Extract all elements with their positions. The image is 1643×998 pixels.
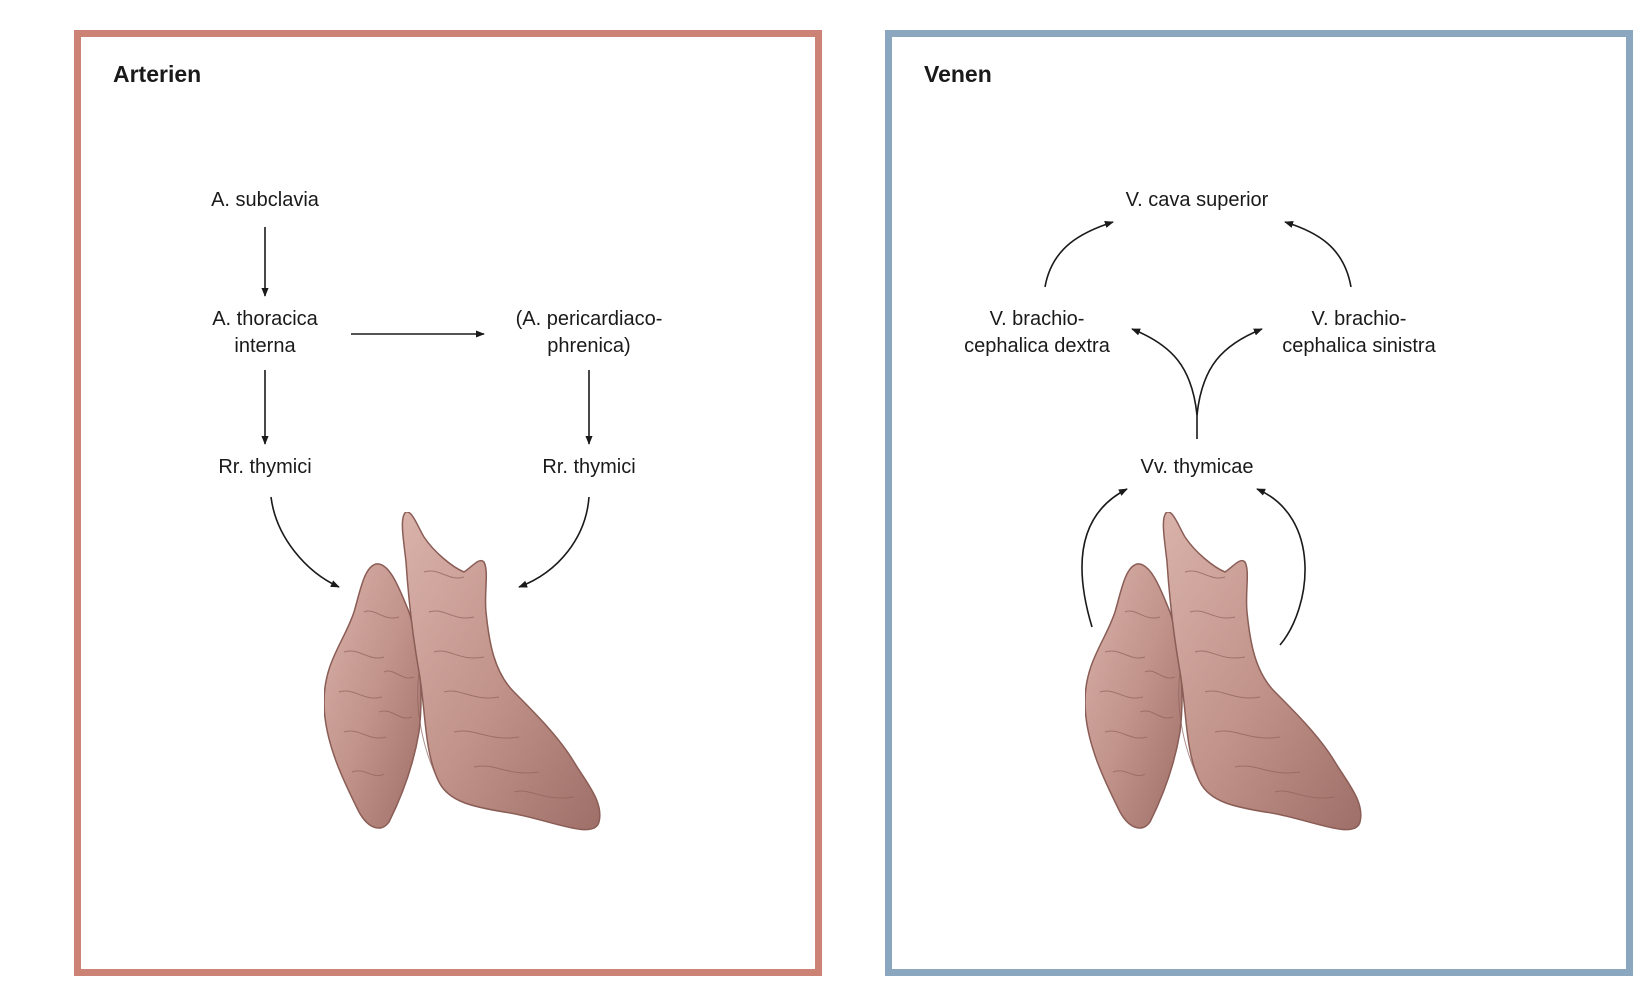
node-brachio-sinistra-line1: V. brachio- xyxy=(1311,308,1407,330)
thymus-gland-image xyxy=(324,512,601,831)
panel-title-arterien: Arterien xyxy=(113,61,202,87)
node-v-cava-superior: V. cava superior xyxy=(1125,189,1269,211)
panel-title-venen: Venen xyxy=(924,61,992,87)
arrow-thymicae-to-dextra xyxy=(1131,328,1198,439)
node-v-brachiocephalica-dextra: V. brachio- cephalica dextra xyxy=(964,306,1110,360)
node-brachio-sinistra-line2: cephalica sinistra xyxy=(1282,335,1436,357)
node-a-subclavia: A. subclavia xyxy=(211,189,319,211)
node-rr-thymici-left: Rr. thymici xyxy=(218,456,312,478)
thymus-gland-image xyxy=(1085,512,1362,831)
venen-panel: Venen V. cava superior V. brachio- cepha… xyxy=(885,30,1633,976)
node-a-pericardiacophrenica: (A. pericardiaco- phrenica) xyxy=(516,306,663,360)
arrow-thymicae-to-sinistra xyxy=(1196,328,1263,416)
node-brachio-dextra-line1: V. brachio- xyxy=(989,308,1085,330)
node-brachio-dextra-line2: cephalica dextra xyxy=(964,335,1110,357)
node-v-brachiocephalica-sinistra: V. brachio- cephalica sinistra xyxy=(1282,306,1435,360)
arrow-dextra-to-cava xyxy=(1044,221,1114,288)
node-a-thoracica-line2: interna xyxy=(234,335,296,357)
node-rr-thymici-right: Rr. thymici xyxy=(542,456,636,478)
node-a-pericardiaco-line2: phrenica) xyxy=(547,335,631,357)
node-vv-thymicae: Vv. thymicae xyxy=(1140,456,1254,478)
node-a-pericardiaco-line1: (A. pericardiaco- xyxy=(515,308,663,330)
node-a-thoracica-line1: A. thoracica xyxy=(212,308,318,330)
node-a-thoracica-interna: A. thoracica interna xyxy=(212,306,318,360)
arrow-sinistra-to-cava xyxy=(1284,220,1352,288)
arterien-panel: Arterien A. subclavia A. thoracica inter… xyxy=(74,30,822,976)
